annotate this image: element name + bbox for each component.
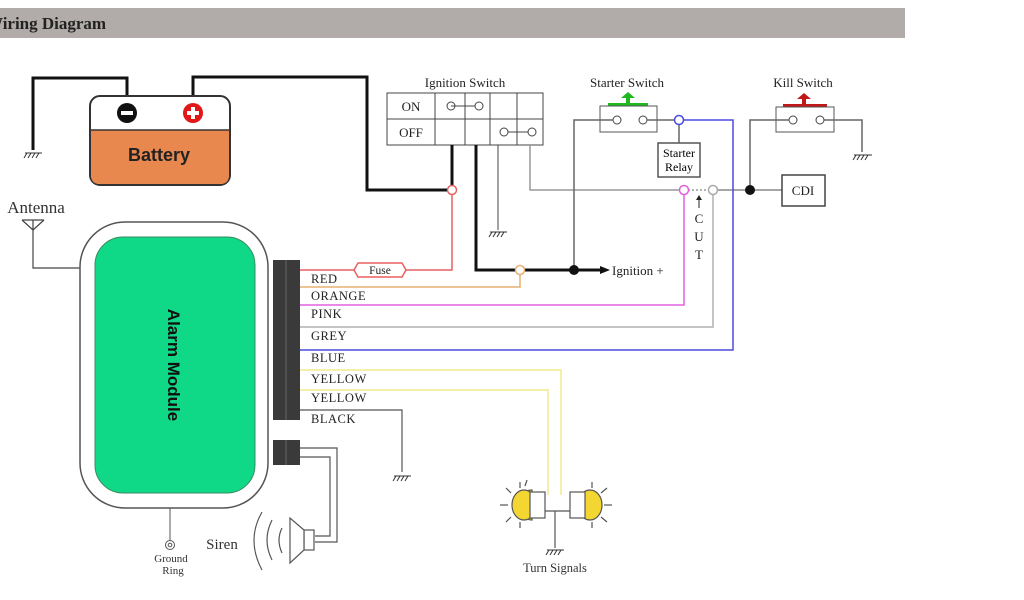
wire-red [405,194,453,271]
ground-icon [488,231,507,238]
wire-grey [300,194,714,328]
ignition-plus-label: Ignition + [612,263,664,278]
antenna-label: Antenna [7,198,65,217]
header-bar [0,8,905,38]
starter-switch-wire [573,119,613,270]
ground-icon [23,152,42,159]
junction-node-grey [707,184,719,196]
ignition-off-label: OFF [399,125,423,140]
cut-arrowhead-icon [696,195,702,200]
battery: Battery [89,95,231,186]
ground-ring-icon [165,540,175,550]
wire-label: GREY [311,329,347,343]
junction-node-pink [678,184,690,196]
cdi-box [781,174,826,207]
ground-ring-label-2: Ring [162,565,184,577]
wire-label: RED [311,272,338,286]
ignition-on-label: ON [402,99,421,114]
turn-signal-left [500,479,546,528]
siren-icon [253,511,315,571]
starter-relay-label-1: Starter [663,146,695,160]
cut-letter: T [695,247,703,262]
junction-node-blue [673,114,685,126]
siren-wire [300,456,331,537]
cut-letter: C [695,211,704,226]
alarm-module [94,236,256,494]
siren-wire [300,447,338,543]
header-title: Wiring Diagram [0,14,106,33]
wire-label: YELLOW [311,372,367,386]
ignition-switch [386,92,544,146]
cdi-label: CDI [792,183,814,198]
starter-switch-label: Starter Switch [590,75,665,90]
wire-yellow-1 [300,369,562,495]
junction-node-red [446,184,458,196]
starter-relay-label-2: Relay [665,160,693,174]
siren-label: Siren [206,537,238,553]
wire-label: PINK [311,307,342,321]
turn-signals-label: Turn Signals [523,561,587,575]
junction-node-orange [514,264,526,276]
ground-icon [392,475,411,482]
ground-icon [545,549,564,556]
fuse: Fuse [353,262,407,278]
ignition-plus-wire [474,145,600,272]
junction-dot [569,265,579,275]
battery-positive-wire [191,75,452,192]
wire-yellow-2 [300,389,549,495]
starter-relay: Starter Relay [657,142,701,178]
fuse-label: Fuse [369,265,391,277]
ground-ring-label-1: Ground [154,553,188,565]
kill-switch-label: Kill Switch [773,75,833,90]
kill-switch-wire [749,119,789,190]
alarm-module-label: Alarm Module [164,309,183,421]
wire-label: BLACK [311,412,356,426]
wire-pink [300,194,685,306]
wire-label: ORANGE [311,289,366,303]
kill-switch [775,93,835,133]
wire-label: YELLOW [311,391,367,405]
starter-switch [599,92,658,133]
antenna-icon [21,219,80,269]
wire-black [300,409,403,472]
arrow-icon [600,266,610,274]
wire-orange [300,274,521,288]
wire-label: BLUE [311,351,346,365]
battery-label: Battery [128,145,190,165]
kill-switch-ground-wire [824,119,863,152]
turn-signal-right [569,482,612,528]
ignition-switch-label: Ignition Switch [425,75,506,90]
ignition-to-cdi-wire [529,145,680,191]
wire-blue [300,119,734,351]
cut-letter: U [694,229,704,244]
junction-dot [745,185,755,195]
ground-icon [852,154,872,161]
